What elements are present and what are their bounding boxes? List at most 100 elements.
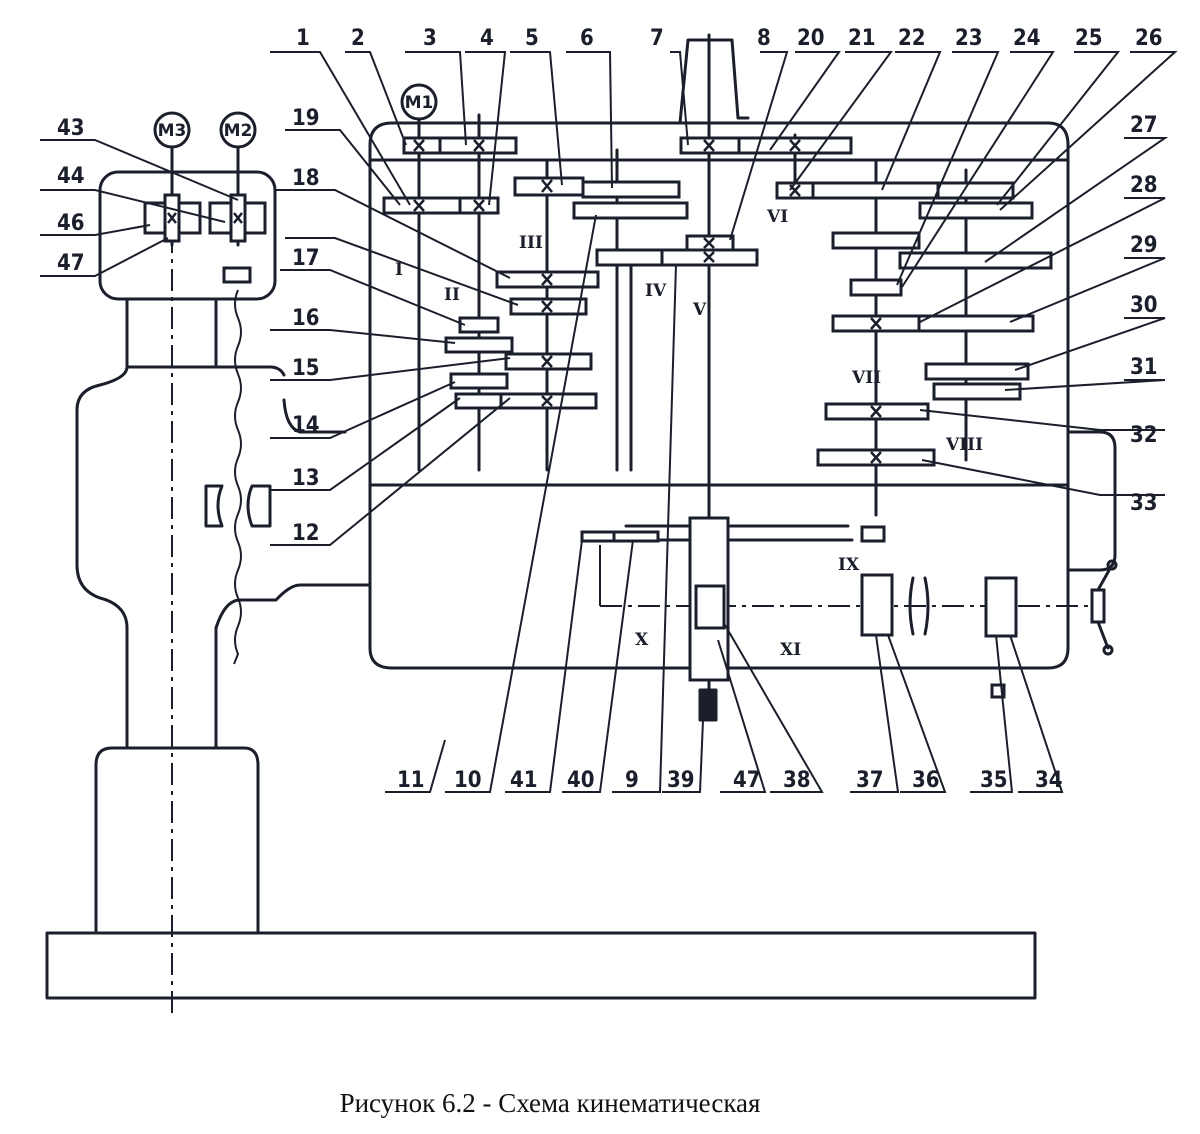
feed-rack [624,524,854,542]
gear-10 [572,201,689,220]
label-part-26: 26 [1135,26,1163,51]
label-part-12: 12 [292,521,320,546]
gear-6 [581,180,681,199]
fixed-mark [167,212,243,224]
motor-m2-label: M2 [224,121,253,141]
motor-m3-label: M3 [158,121,187,141]
gear-30 [924,362,1030,381]
side-cover [1066,430,1117,572]
label-part-21: 21 [848,26,876,51]
gear-14 [449,372,509,390]
clamp-shoes [204,484,272,528]
label-part-23: 23 [955,26,983,51]
label-part-44: 44 [57,164,85,189]
label-shaft-X: X [635,630,649,650]
label-part-28: 28 [1130,173,1158,198]
break-line [233,289,242,665]
label-part-20: 20 [797,26,825,51]
gear-27 [898,251,1053,270]
label-part-18: 18 [292,166,320,191]
gear-17 [458,316,500,334]
label-part-32: 32 [1130,423,1158,448]
gear-24 [936,181,1015,200]
rack-pinion-38 [694,584,726,630]
label-part-4: 4 [480,26,494,51]
part-labels: 1 2 3 4 5 6 7 8 20 21 22 23 24 25 26 27 … [57,26,1163,793]
label-part-1: 1 [296,26,310,51]
gear-41 [580,530,616,543]
label-part-47: 47 [733,768,761,793]
label-shaft-XI: XI [780,640,801,660]
gear-13 [454,392,503,410]
leader-lines [40,51,1178,793]
motor-box-frame [98,170,277,301]
pulley-7 [678,38,750,125]
label-part-31: 31 [1130,355,1158,380]
gear-2 [402,136,442,155]
fixed-marks [413,139,882,464]
label-part-3: 3 [423,26,437,51]
label-shaft-VI: VI [766,207,788,227]
column-sleeve [94,746,260,935]
label-part-7: 7 [650,26,664,51]
motor-box: M3 M2 [98,111,277,301]
label-part-41: 41 [510,768,538,793]
label-part-36: 36 [912,768,940,793]
column-lower [125,626,218,750]
label-part-29: 29 [1130,233,1158,258]
label-part-15: 15 [292,356,320,381]
headstock-frame [368,121,1070,670]
label-shaft-I: I [395,260,403,280]
label-shaft-III: III [519,233,543,253]
label-part-33: 33 [1130,491,1158,516]
label-part-38: 38 [783,768,811,793]
label-part-16: 16 [292,306,320,331]
feed-mechanism [580,516,1118,722]
handwheel-hub [1090,588,1106,624]
label-part-13: 13 [292,466,320,491]
label-shaft-VIII: VIII [945,435,983,455]
clutch-icon [222,266,252,284]
shaft-labels: I II III IV V VI VII VIII IX X XI [395,207,983,660]
label-shaft-IX: IX [838,555,860,575]
gear-31 [932,382,1022,401]
label-part-43: 43 [57,116,85,141]
label-part-47-box: 47 [57,251,85,276]
gears [382,136,1053,467]
label-part-6: 6 [580,26,594,51]
gear-16 [444,336,514,354]
label-part-25: 25 [1075,26,1103,51]
label-part-46: 46 [57,211,85,236]
headstock: M1 [368,38,1117,670]
label-part-17: 17 [292,246,320,271]
gear-25 [918,201,1034,220]
label-part-10: 10 [454,768,482,793]
label-part-35: 35 [980,768,1008,793]
label-shaft-IV: IV [645,281,667,301]
label-part-27: 27 [1130,113,1158,138]
label-part-34: 34 [1035,768,1063,793]
motor-m1-label: M1 [405,93,434,113]
label-part-39: 39 [667,768,695,793]
label-part-19: 19 [292,106,320,131]
label-part-37: 37 [856,768,884,793]
label-part-5: 5 [525,26,539,51]
worm-wheel-36 [860,573,894,637]
column-left-contour [75,298,129,630]
gear-40 [612,530,660,543]
label-part-22: 22 [898,26,926,51]
label-part-40: 40 [567,768,595,793]
label-part-8: 8 [757,26,771,51]
gear-23 [849,278,903,297]
gear-29 [917,314,1035,333]
clutch-ix [860,525,886,543]
gear-22 [811,181,940,200]
label-part-9: 9 [625,768,639,793]
figure-caption: Рисунок 6.2 - Схема кинематическая [339,1088,761,1118]
label-part-14: 14 [292,413,320,438]
label-shaft-II: II [444,285,460,305]
label-part-2: 2 [351,26,365,51]
label-shaft-VII: VII [851,368,881,388]
column-top-edge [125,365,286,377]
